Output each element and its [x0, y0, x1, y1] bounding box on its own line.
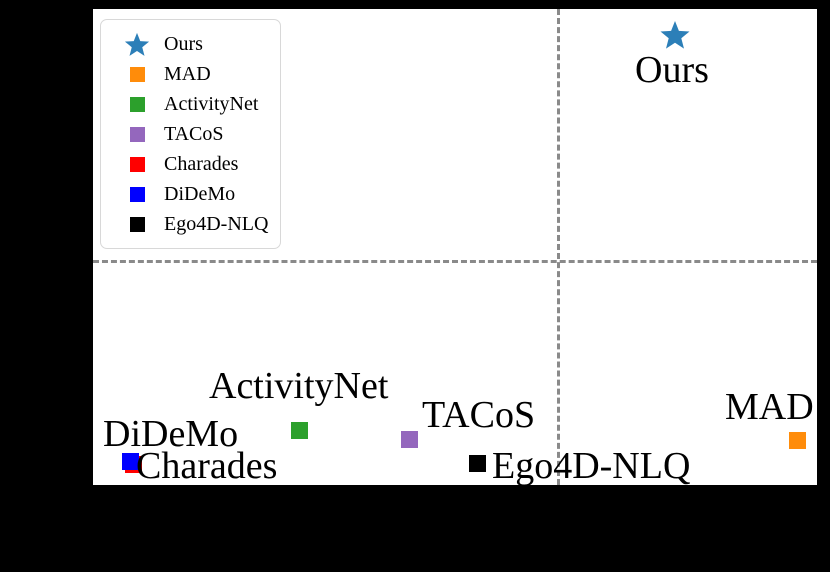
data-label-charades: Charades — [136, 445, 278, 487]
star-icon — [660, 21, 690, 49]
legend-swatch-cell-charades — [110, 156, 164, 172]
legend-label-mad: MAD — [164, 63, 211, 85]
legend-item-ego4d-nlq[interactable]: Ego4D-NLQ — [110, 209, 268, 239]
star-icon — [124, 32, 150, 56]
legend-label-tacos: TACoS — [164, 123, 224, 145]
data-label-mad: MAD — [725, 386, 814, 428]
legend-label-ego4d-nlq: Ego4D-NLQ — [164, 213, 269, 235]
data-label-ego4d-nlq: Ego4D-NLQ — [492, 445, 691, 487]
legend-item-didemo[interactable]: DiDeMo — [110, 179, 268, 209]
legend-label-didemo: DiDeMo — [164, 183, 236, 205]
data-label-ours: Ours — [635, 49, 709, 91]
legend-swatch-cell-tacos — [110, 126, 164, 142]
quadrant-divider-horizontal — [93, 260, 817, 263]
legend-label-ours: Ours — [164, 33, 203, 55]
data-point-marker-activitynet[interactable] — [291, 422, 308, 439]
legend-label-charades: Charades — [164, 153, 239, 175]
legend-item-mad[interactable]: MAD — [110, 59, 268, 89]
legend-item-charades[interactable]: Charades — [110, 149, 268, 179]
data-label-didemo: DiDeMo — [103, 413, 239, 455]
legend-swatch-cell-mad — [110, 66, 164, 82]
legend-swatch-cell-ego4d-nlq — [110, 216, 164, 232]
data-label-tacos: TACoS — [422, 394, 536, 436]
square-icon — [129, 126, 145, 142]
square-icon — [129, 96, 145, 112]
legend-swatch-cell-activitynet — [110, 96, 164, 112]
data-point-marker-didemo[interactable] — [122, 453, 139, 470]
square-icon — [129, 156, 145, 172]
legend-swatch-cell-didemo — [110, 186, 164, 202]
legend: Ours MAD ActivityNet TACoS — [100, 19, 282, 249]
data-point-marker-tacos[interactable] — [401, 431, 418, 448]
legend-item-ours[interactable]: Ours — [110, 29, 268, 59]
square-icon — [129, 66, 145, 82]
legend-item-activitynet[interactable]: ActivityNet — [110, 89, 268, 119]
square-icon — [129, 216, 145, 232]
data-point-marker-mad[interactable] — [789, 432, 806, 449]
legend-swatch-cell-ours — [110, 32, 164, 57]
legend-label-activitynet: ActivityNet — [164, 93, 259, 115]
quadrant-divider-vertical — [557, 9, 560, 485]
legend-item-tacos[interactable]: TACoS — [110, 119, 268, 149]
square-icon — [129, 186, 145, 202]
data-label-activitynet: ActivityNet — [209, 365, 389, 407]
plot-area: Ours ActivityNet MAD TACoS DiDeMo Charad… — [91, 7, 819, 487]
data-point-marker-ego4d-nlq[interactable] — [469, 455, 486, 472]
